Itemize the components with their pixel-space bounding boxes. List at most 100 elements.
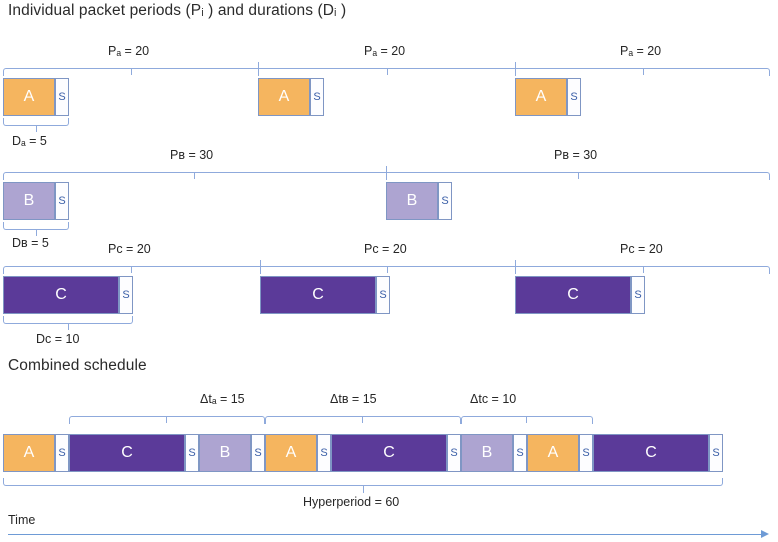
period-label-a-2: Pₐ = 20 xyxy=(364,44,406,58)
slot-box-b-1[interactable]: S xyxy=(55,182,69,220)
delta-label-b: Δtʙ = 15 xyxy=(330,392,377,406)
delta-label-a: Δtₐ = 15 xyxy=(200,392,245,406)
delta-bracket-a xyxy=(69,416,265,424)
packet-label: B xyxy=(23,192,35,209)
period-tick-a-3 xyxy=(643,68,644,75)
period-tick-b-2 xyxy=(578,172,579,179)
packet-label: A xyxy=(547,444,559,461)
combined-box-c-1[interactable]: C xyxy=(69,434,185,472)
hyperperiod-bracket xyxy=(3,478,723,486)
duration-label-b: Dʙ = 5 xyxy=(12,236,49,250)
packet-label: C xyxy=(312,286,324,303)
combined-slot-3[interactable]: S xyxy=(251,434,265,472)
slot-label: S xyxy=(516,447,524,459)
slot-label: S xyxy=(582,447,590,459)
combined-slot-4[interactable]: S xyxy=(317,434,331,472)
period-tick-c-2 xyxy=(387,266,388,273)
period-label-c-1: Pᴄ = 20 xyxy=(108,242,151,256)
combined-box-a-1[interactable]: A xyxy=(3,434,55,472)
period-tick-c-3 xyxy=(643,266,644,273)
slot-box-c-2[interactable]: S xyxy=(376,276,390,314)
delta-bracket-b xyxy=(265,416,461,424)
packet-label: C xyxy=(567,286,579,303)
slot-box-c-1[interactable]: S xyxy=(119,276,133,314)
period-divider-b-1 xyxy=(386,166,387,180)
slot-label: S xyxy=(58,195,66,207)
period-label-c-2: Pᴄ = 20 xyxy=(364,242,407,256)
combined-box-a-3[interactable]: A xyxy=(527,434,579,472)
duration-label-c: Dᴄ = 10 xyxy=(36,332,80,346)
packet-label: A xyxy=(23,88,35,105)
packet-box-c-2[interactable]: C xyxy=(260,276,376,314)
combined-slot-6[interactable]: S xyxy=(513,434,527,472)
packet-label: C xyxy=(55,286,67,303)
duration-tick-a xyxy=(36,126,37,132)
combined-slot-2[interactable]: S xyxy=(185,434,199,472)
individual-section-title: Individual packet periods (Pᵢ ) and dura… xyxy=(8,2,347,19)
combined-box-b-1[interactable]: B xyxy=(199,434,251,472)
slot-label: S xyxy=(122,289,130,301)
packet-box-a-2[interactable]: A xyxy=(258,78,310,116)
period-divider-c-2 xyxy=(515,260,516,274)
packet-label: B xyxy=(481,444,493,461)
slot-box-b-2[interactable]: S xyxy=(438,182,452,220)
combined-slot-8[interactable]: S xyxy=(709,434,723,472)
slot-label: S xyxy=(379,289,387,301)
period-tick-a-2 xyxy=(387,68,388,75)
packet-label: C xyxy=(645,444,657,461)
slot-label: S xyxy=(188,447,196,459)
packet-box-c-1[interactable]: C xyxy=(3,276,119,314)
combined-box-c-3[interactable]: C xyxy=(593,434,709,472)
slot-box-a-3[interactable]: S xyxy=(567,78,581,116)
slot-box-a-1[interactable]: S xyxy=(55,78,69,116)
period-label-b-1: Pʙ = 30 xyxy=(170,148,214,162)
hyperperiod-tick xyxy=(363,486,364,493)
slot-label: S xyxy=(712,447,720,459)
slot-label: S xyxy=(634,289,642,301)
slot-label: S xyxy=(254,447,262,459)
packet-label: B xyxy=(406,192,418,209)
period-tick-c-1 xyxy=(131,266,132,273)
slot-box-c-3[interactable]: S xyxy=(631,276,645,314)
delta-label-c: Δtᴄ = 10 xyxy=(470,392,517,406)
period-bracket-a xyxy=(3,68,770,76)
period-divider-c-1 xyxy=(260,260,261,274)
combined-slot-7[interactable]: S xyxy=(579,434,593,472)
time-axis-line xyxy=(8,534,762,535)
duration-tick-b xyxy=(36,230,37,236)
combined-slot-5[interactable]: S xyxy=(447,434,461,472)
duration-bracket-c xyxy=(3,316,133,324)
packet-box-b-1[interactable]: B xyxy=(3,182,55,220)
combined-box-a-2[interactable]: A xyxy=(265,434,317,472)
slot-label: S xyxy=(58,91,66,103)
delta-tick-c xyxy=(526,416,527,423)
duration-bracket-b xyxy=(3,222,69,230)
hyperperiod-label: Hyperperiod = 60 xyxy=(303,495,400,509)
time-axis-arrow-icon xyxy=(761,530,769,538)
period-tick-b-1 xyxy=(194,172,195,179)
slot-label: S xyxy=(320,447,328,459)
packet-box-a-3[interactable]: A xyxy=(515,78,567,116)
slot-box-a-2[interactable]: S xyxy=(310,78,324,116)
duration-bracket-a xyxy=(3,118,69,126)
delta-tick-b xyxy=(362,416,363,423)
period-label-b-2: Pʙ = 30 xyxy=(554,148,598,162)
combined-box-b-2[interactable]: B xyxy=(461,434,513,472)
period-divider-a-2 xyxy=(515,62,516,76)
packet-box-a-1[interactable]: A xyxy=(3,78,55,116)
combined-slot-1[interactable]: S xyxy=(55,434,69,472)
period-label-a-1: Pₐ = 20 xyxy=(108,44,150,58)
slot-label: S xyxy=(450,447,458,459)
time-axis-label: Time xyxy=(8,513,36,527)
period-label-c-3: Pᴄ = 20 xyxy=(620,242,663,256)
packet-label: C xyxy=(121,444,133,461)
packet-box-b-2[interactable]: B xyxy=(386,182,438,220)
packet-label: C xyxy=(383,444,395,461)
duration-label-a: Dₐ = 5 xyxy=(12,134,47,148)
packet-box-c-3[interactable]: C xyxy=(515,276,631,314)
delta-tick-a xyxy=(166,416,167,423)
combined-box-c-2[interactable]: C xyxy=(331,434,447,472)
slot-label: S xyxy=(58,447,66,459)
slot-label: S xyxy=(570,91,578,103)
